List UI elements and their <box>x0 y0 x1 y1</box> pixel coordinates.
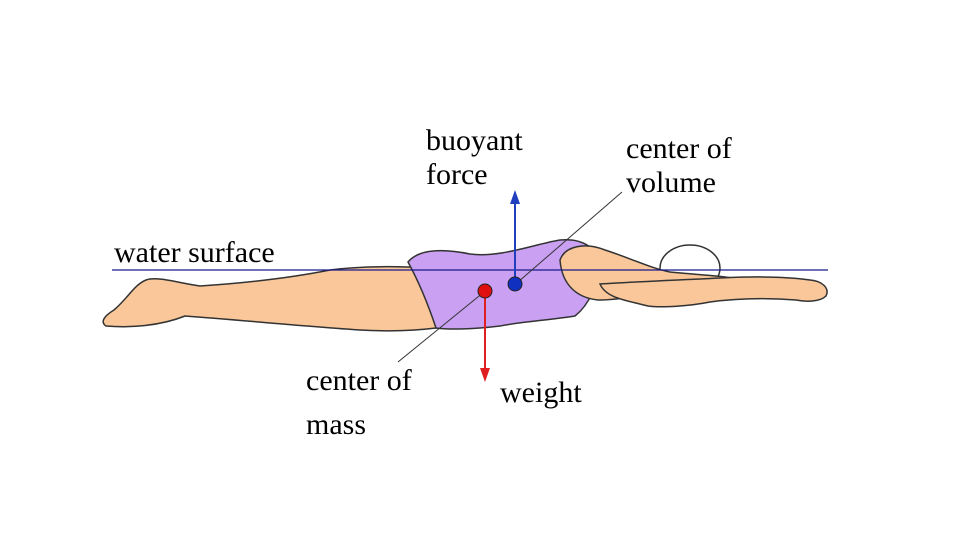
center-of-mass-leader <box>397 291 485 363</box>
center-of-mass-label: center of mass <box>306 364 412 441</box>
center-of-volume-leader <box>517 191 623 283</box>
weight-arrowhead <box>480 368 490 382</box>
center-of-mass-dot <box>477 283 493 299</box>
center-of-volume-label: center of volume <box>626 132 732 199</box>
swimmer-legs <box>102 265 437 332</box>
buoyant-force-label: buoyant force <box>426 124 523 191</box>
weight-label: weight <box>500 376 582 409</box>
water-surface-label: water surface <box>114 236 275 269</box>
swimmer-arm <box>598 276 828 308</box>
center-of-volume-dot <box>507 276 523 292</box>
buoyant-force-arrowhead <box>510 190 520 204</box>
